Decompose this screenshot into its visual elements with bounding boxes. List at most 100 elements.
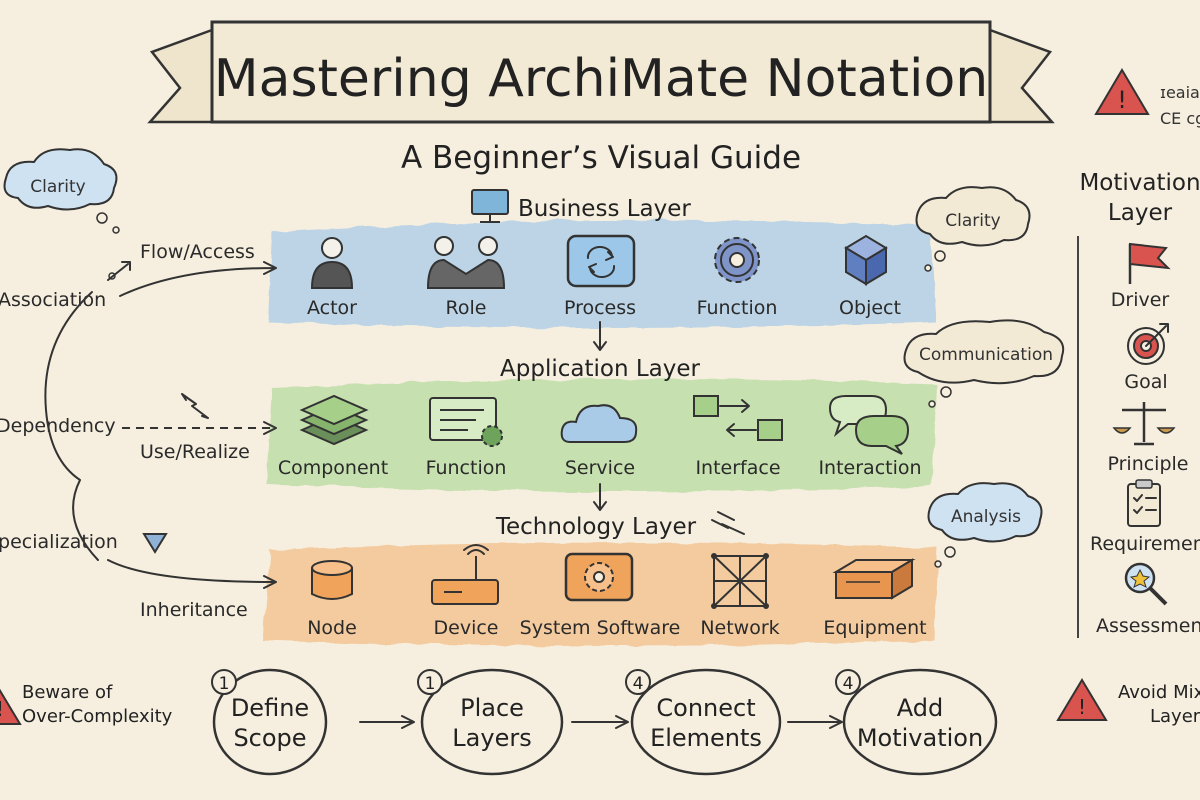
warning-left: Beware of Over-Complexity bbox=[0, 682, 173, 727]
step-3-line-1: Connect bbox=[656, 694, 755, 722]
business-layer-heading: Business Layer bbox=[471, 189, 691, 223]
page-title: Mastering ArchiMate Notation bbox=[214, 49, 989, 109]
actor-icon bbox=[310, 237, 354, 289]
warning-left-line-2: Over-Complexity bbox=[22, 706, 173, 727]
technology-item-node: Node bbox=[307, 617, 357, 639]
target-icon bbox=[1127, 323, 1169, 365]
motivation-title-1: Motivation bbox=[1079, 170, 1200, 196]
corner-note-2: CE cg bbox=[1160, 109, 1200, 128]
application-cloud-text: Communication bbox=[919, 345, 1053, 365]
step-1: 1 Define Scope bbox=[211, 668, 328, 776]
interface-arrows-icon bbox=[693, 395, 783, 441]
step-3-number: 4 bbox=[633, 674, 644, 694]
role-icon bbox=[426, 236, 506, 289]
business-item-object: Object bbox=[839, 297, 901, 319]
step-4: 4 Add Motivation bbox=[835, 668, 998, 776]
inheritance-arrow bbox=[107, 559, 277, 589]
chat-bubbles-icon bbox=[828, 395, 910, 455]
lightning-icon bbox=[181, 393, 209, 419]
motivation-item-principle: Principle bbox=[1107, 453, 1188, 475]
warning-right: ! Avoid Mix Layers bbox=[1056, 678, 1200, 727]
application-item-interface: Interface bbox=[695, 457, 780, 479]
gear-icon bbox=[714, 237, 760, 283]
svg-text:!: ! bbox=[1078, 695, 1086, 719]
corner-warning: ! ɪeaia CE cg bbox=[1094, 68, 1200, 128]
flow-access-label: Flow/Access bbox=[140, 241, 255, 263]
technology-layer-heading: Technology Layer bbox=[495, 511, 745, 540]
step-3: 4 Connect Elements bbox=[625, 668, 782, 776]
clipboard-icon bbox=[1127, 479, 1161, 527]
step-1-line-2: Scope bbox=[233, 724, 306, 752]
title-banner: Mastering ArchiMate Notation bbox=[147, 20, 1055, 124]
inheritance-label: Inheritance bbox=[140, 599, 248, 621]
motivation-title-2: Layer bbox=[1108, 200, 1173, 226]
database-node-icon bbox=[311, 560, 353, 600]
network-mesh-icon bbox=[711, 553, 769, 609]
warning-right-line-1: Avoid Mix bbox=[1118, 682, 1200, 703]
component-stack-icon bbox=[299, 394, 369, 446]
technology-cloud-text: Analysis bbox=[951, 507, 1021, 527]
link-icon bbox=[107, 261, 131, 281]
dependency-label: Dependency bbox=[0, 415, 116, 437]
application-cloud: Communication bbox=[903, 319, 1065, 408]
technology-item-device: Device bbox=[434, 617, 499, 639]
application-layer-title: Application Layer bbox=[500, 356, 700, 382]
business-item-function: Function bbox=[697, 297, 778, 319]
application-item-component: Component bbox=[278, 457, 388, 479]
layer-flow-arrows bbox=[593, 321, 607, 511]
step-2-number: 1 bbox=[425, 674, 436, 694]
system-software-gear-icon bbox=[564, 552, 634, 602]
corner-note-1: ɪeaia bbox=[1160, 83, 1200, 102]
equipment-box-icon bbox=[832, 558, 916, 600]
step-4-line-1: Add bbox=[897, 694, 943, 722]
step-3-line-2: Elements bbox=[650, 724, 762, 752]
step-2-line-1: Place bbox=[460, 694, 524, 722]
warning-left-line-1: Beware of bbox=[22, 682, 113, 703]
technology-item-network: Network bbox=[700, 617, 779, 639]
business-cloud-text: Clarity bbox=[945, 211, 1000, 231]
use-realize-label: Use/Realize bbox=[140, 441, 250, 463]
technology-item-system-software: System Software bbox=[520, 617, 681, 639]
application-item-function: Function bbox=[426, 457, 507, 479]
application-item-interaction: Interaction bbox=[818, 457, 921, 479]
function-window-icon bbox=[429, 397, 503, 447]
svg-text:!: ! bbox=[0, 697, 4, 721]
technology-cloud: Analysis bbox=[927, 482, 1043, 568]
monitor-icon bbox=[471, 189, 509, 223]
business-cloud: Clarity bbox=[915, 186, 1031, 272]
plug-icon bbox=[711, 511, 745, 535]
warning-icon-left bbox=[0, 688, 22, 725]
left-cloud-text: Clarity bbox=[30, 177, 85, 197]
technology-layer-title: Technology Layer bbox=[495, 514, 697, 540]
motivation-item-driver: Driver bbox=[1111, 289, 1170, 311]
motivation-item-requirement: Requirement bbox=[1090, 533, 1200, 555]
motivation-item-assessment: Assessment bbox=[1096, 615, 1200, 637]
step-arrow-1 bbox=[359, 715, 415, 729]
step-1-line-1: Define bbox=[231, 694, 309, 722]
flag-icon bbox=[1128, 242, 1171, 284]
step-2-line-2: Layers bbox=[452, 724, 531, 752]
association-arrow bbox=[119, 261, 277, 297]
cube-icon bbox=[844, 234, 888, 286]
step-arrow-2 bbox=[571, 715, 629, 729]
relationship-bracket bbox=[44, 291, 99, 561]
business-item-process: Process bbox=[564, 297, 636, 319]
triangle-icon bbox=[142, 533, 168, 554]
step-1-number: 1 bbox=[219, 674, 230, 694]
step-2: 1 Place Layers bbox=[417, 668, 564, 776]
left-cloud: Clarity bbox=[3, 148, 120, 234]
page-subtitle: A Beginner’s Visual Guide bbox=[401, 140, 801, 176]
cloud-service-icon bbox=[560, 404, 638, 443]
business-item-actor: Actor bbox=[307, 297, 357, 319]
warning-icon bbox=[1094, 68, 1150, 115]
magnifier-star-icon bbox=[1124, 562, 1168, 606]
step-4-number: 4 bbox=[843, 674, 854, 694]
specialization-label: Specialization bbox=[0, 531, 118, 553]
scales-icon bbox=[1112, 402, 1176, 446]
warning-right-line-2: Layers bbox=[1150, 706, 1200, 727]
router-device-icon bbox=[431, 544, 499, 605]
application-item-service: Service bbox=[565, 457, 635, 479]
process-icon bbox=[566, 234, 636, 288]
svg-text:!: ! bbox=[1117, 86, 1127, 114]
business-layer-title: Business Layer bbox=[518, 196, 691, 222]
